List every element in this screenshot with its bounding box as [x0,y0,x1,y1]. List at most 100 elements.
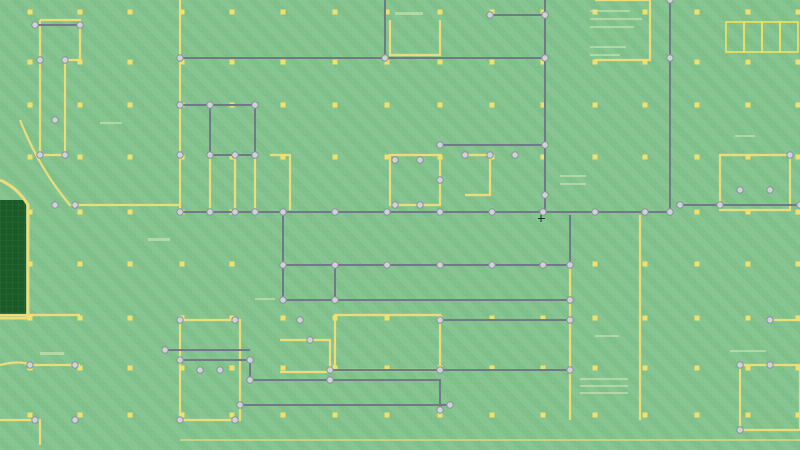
vertex-handle[interactable] [676,201,684,209]
vertex-handle[interactable] [251,208,259,216]
vertex-handle[interactable] [766,186,774,194]
vertex-handle[interactable] [26,361,34,369]
vertex-handle[interactable] [383,208,391,216]
vertex-handle[interactable] [71,361,79,369]
column-marker [384,102,390,108]
vertex-handle[interactable] [566,296,574,304]
vertex-handle[interactable] [488,208,496,216]
vertex-handle[interactable] [31,416,39,424]
vertex-handle[interactable] [436,366,444,374]
vertex-handle[interactable] [36,56,44,64]
column-marker [332,9,338,15]
vertex-handle[interactable] [391,156,399,164]
vertex-handle[interactable] [206,101,214,109]
column-marker [280,59,286,65]
polyline-vertices[interactable] [26,0,800,434]
vertex-handle[interactable] [566,366,574,374]
vertex-handle[interactable] [176,356,184,364]
vertex-handle[interactable] [511,151,519,159]
vertex-handle[interactable] [539,261,547,269]
vertex-handle[interactable] [71,416,79,424]
vertex-handle[interactable] [736,426,744,434]
vertex-handle[interactable] [331,296,339,304]
vertex-handle[interactable] [541,54,549,62]
vertex-handle[interactable] [246,376,254,384]
vertex-handle[interactable] [541,191,549,199]
vertex-handle[interactable] [176,54,184,62]
vertex-handle[interactable] [236,401,244,409]
vertex-handle[interactable] [736,361,744,369]
selected-area[interactable] [0,178,30,320]
vertex-handle[interactable] [331,208,339,216]
vertex-handle[interactable] [76,21,84,29]
vertex-handle[interactable] [61,56,69,64]
vertex-handle[interactable] [486,151,494,159]
vertex-handle[interactable] [31,21,39,29]
vertex-handle[interactable] [436,176,444,184]
vertex-handle[interactable] [446,401,454,409]
vertex-handle[interactable] [786,151,794,159]
vertex-handle[interactable] [176,316,184,324]
column-marker [694,154,700,160]
vertex-handle[interactable] [51,201,59,209]
vertex-handle[interactable] [176,208,184,216]
vertex-handle[interactable] [383,261,391,269]
vertex-handle[interactable] [416,201,424,209]
column-marker [229,9,235,15]
vertex-handle[interactable] [216,366,224,374]
vertex-handle[interactable] [436,406,444,414]
vertex-handle[interactable] [541,11,549,19]
vertex-handle[interactable] [306,336,314,344]
vertex-handle[interactable] [71,201,79,209]
vertex-handle[interactable] [231,208,239,216]
vertex-handle[interactable] [488,261,496,269]
vertex-handle[interactable] [51,116,59,124]
vertex-handle[interactable] [666,0,674,4]
vertex-handle[interactable] [591,208,599,216]
vertex-handle[interactable] [566,316,574,324]
vertex-handle[interactable] [326,376,334,384]
vertex-handle[interactable] [541,141,549,149]
vertex-handle[interactable] [416,156,424,164]
vertex-handle[interactable] [279,208,287,216]
vertex-handle[interactable] [641,208,649,216]
vertex-handle[interactable] [231,416,239,424]
vertex-handle[interactable] [666,208,674,216]
vertex-handle[interactable] [766,361,774,369]
vertex-handle[interactable] [246,356,254,364]
vertex-handle[interactable] [161,346,169,354]
vertex-handle[interactable] [666,54,674,62]
vertex-handle[interactable] [566,261,574,269]
vertex-handle[interactable] [176,101,184,109]
vertex-handle[interactable] [279,296,287,304]
vertex-handle[interactable] [736,186,744,194]
vertex-handle[interactable] [436,141,444,149]
vertex-handle[interactable] [391,201,399,209]
column-marker [77,315,83,321]
vertex-handle[interactable] [461,151,469,159]
vertex-handle[interactable] [436,316,444,324]
vertex-handle[interactable] [206,151,214,159]
vertex-handle[interactable] [251,101,259,109]
vertex-handle[interactable] [716,201,724,209]
vertex-handle[interactable] [231,151,239,159]
vertex-handle[interactable] [539,208,547,216]
vertex-handle[interactable] [176,416,184,424]
vertex-handle[interactable] [279,261,287,269]
vertex-handle[interactable] [61,151,69,159]
vertex-handle[interactable] [381,54,389,62]
vertex-handle[interactable] [436,208,444,216]
vertex-handle[interactable] [231,316,239,324]
vertex-handle[interactable] [36,151,44,159]
vertex-handle[interactable] [331,261,339,269]
vertex-handle[interactable] [176,151,184,159]
vertex-handle[interactable] [251,151,259,159]
vertex-handle[interactable] [206,208,214,216]
vertex-handle[interactable] [326,366,334,374]
vertex-handle[interactable] [766,316,774,324]
vertex-handle[interactable] [296,316,304,324]
vertex-handle[interactable] [486,11,494,19]
vertex-handle[interactable] [196,366,204,374]
vertex-handle[interactable] [436,261,444,269]
